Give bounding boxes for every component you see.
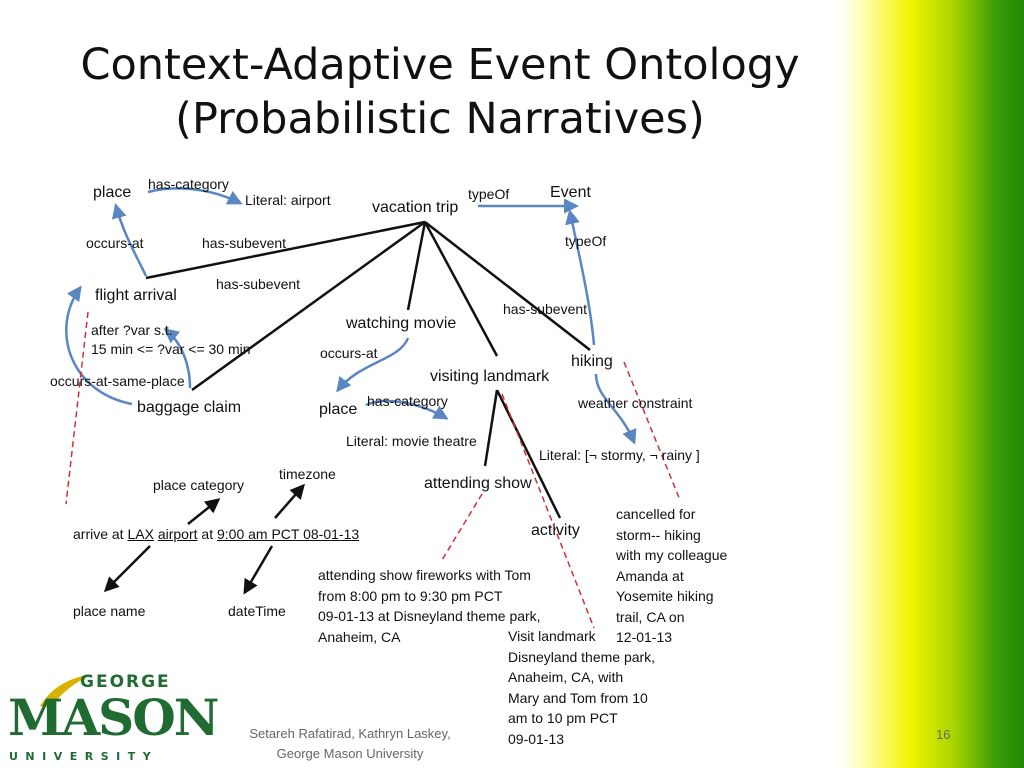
edge-occurs-at-2: occurs-at: [320, 345, 378, 361]
node-flight-arrival: flight arrival: [95, 287, 177, 304]
arrow-datetime-to-timezone: [274, 483, 305, 519]
node-place-name: place name: [73, 603, 146, 619]
node-event: Event: [550, 184, 591, 201]
arrow-airport-to-place-category: [187, 498, 221, 525]
link-trip-to-flight-arrival: [145, 220, 426, 280]
title-line-1: Context-Adaptive Event Ontology: [80, 40, 800, 90]
landmark-text-line: Disneyland theme park,: [508, 648, 656, 665]
hiking-text-line: 12-01-13: [616, 629, 673, 645]
logo-mason: MASON: [8, 688, 220, 747]
slide-title: Context-Adaptive Event Ontology (Probabi…: [40, 38, 840, 146]
arrive-prefix: arrive at: [73, 526, 128, 542]
dash-flight-arrival-instance: [65, 311, 89, 505]
node-literal-weather: Literal: [¬ stormy, ¬ rainy ]: [539, 447, 700, 463]
arrive-statement: arrive at LAX airport at 9:00 am PCT 08-…: [73, 526, 359, 543]
slide-footer: Setareh Rafatirad, Kathryn Laskey, Georg…: [205, 724, 495, 764]
arrow-weather-constraint: [594, 373, 637, 445]
node-hiking: hiking: [571, 353, 613, 370]
footer-authors: Setareh Rafatirad, Kathryn Laskey,: [249, 726, 451, 741]
node-after-constraint-line2: 15 min <= ?var <= 30 min: [91, 341, 251, 357]
show-instance-text: attending show fireworks with Tom from 8…: [318, 565, 541, 647]
edge-typeof-1: typeOf: [468, 186, 510, 202]
edge-has-subevent-1: has-subevent: [202, 235, 287, 251]
hiking-text-line: with my colleague: [616, 547, 728, 563]
edge-typeof-2: typeOf: [565, 233, 607, 249]
node-place-top: place: [93, 184, 132, 201]
landmark-text-line: Visit landmark: [508, 628, 596, 644]
edge-has-category-top: has-category: [148, 176, 229, 192]
footer-university: George Mason University: [276, 746, 424, 761]
arrow-occurs-at-same-place: [65, 285, 133, 406]
landmark-instance-text: Visit landmark Disneyland theme park, An…: [508, 626, 655, 749]
arrive-category: airport: [157, 526, 198, 542]
node-watching-movie: watching movie: [346, 315, 457, 332]
show-text-line: Anaheim, CA: [318, 628, 401, 645]
arrive-at: at: [197, 526, 217, 542]
link-trip-to-baggage-claim: [191, 220, 426, 392]
landmark-text-line: am to 10 pm PCT: [508, 710, 618, 726]
arrow-occurs-at-2: [336, 337, 410, 393]
arrow-has-category-top: [147, 187, 243, 205]
show-text-line: attending show fireworks with Tom: [318, 567, 531, 583]
edge-weather-constraint: weather constraint: [578, 395, 693, 411]
edge-occurs-at-same-place: occurs-at-same-place: [50, 373, 185, 389]
green-yellow-side-band: [840, 0, 1024, 768]
node-literal-movie-theatre: Literal: movie theatre: [346, 433, 477, 449]
node-place-category: place category: [153, 477, 245, 493]
arrow-occurs-at-1: [111, 203, 148, 277]
title-line-2: (Probabilistic Narratives): [175, 94, 705, 144]
edge-has-subevent-2: has-subevent: [216, 276, 301, 292]
dash-hiking-instance: [623, 361, 681, 501]
landmark-text-line: 09-01-13: [508, 730, 565, 747]
arrow-lax-to-place-name: [103, 545, 151, 593]
arrow-has-category-mid: [365, 399, 449, 420]
link-landmark-to-attending-show: [483, 389, 499, 467]
arrow-datetime-to-datetime-label: [243, 545, 274, 595]
link-landmark-to-activity: [495, 389, 562, 519]
hiking-instance-text: cancelled for storm-- hiking with my col…: [616, 504, 727, 648]
node-vacation-trip: vacation trip: [372, 199, 459, 216]
logo-university: UNIVERSITY: [9, 750, 159, 763]
hiking-text-line: cancelled for: [616, 506, 696, 522]
node-attending-show: attending show: [424, 475, 532, 492]
node-timezone: timezone: [279, 466, 336, 482]
arrow-typeof-2: [565, 209, 596, 346]
edge-has-category-mid: has-category: [367, 393, 448, 409]
logo-george: GEORGE: [80, 672, 171, 692]
node-datetime: dateTime: [228, 603, 286, 619]
hiking-text-line: trail, CA on: [616, 608, 685, 625]
node-activity: activity: [531, 522, 580, 539]
node-place-mid: place: [319, 401, 358, 418]
node-after-constraint-line1: after ?var s.t.: [91, 322, 173, 338]
arrive-datetime: 9:00 am PCT 08-01-13: [216, 526, 360, 542]
show-text-line: from 8:00 pm to 9:30 pm PCT: [318, 587, 503, 604]
link-trip-to-visiting-landmark: [423, 221, 499, 357]
landmark-text-line: Anaheim, CA, with: [508, 669, 624, 685]
hiking-text-line: Yosemite hiking: [616, 588, 714, 604]
landmark-text-line: Mary and Tom from 10: [508, 689, 648, 706]
arrow-after-constraint: [163, 328, 192, 389]
link-trip-to-hiking: [424, 221, 591, 351]
show-text-line: 09-01-13 at Disneyland theme park,: [318, 608, 541, 624]
page-number: 16: [936, 727, 951, 742]
edge-has-subevent-3: has-subevent: [503, 301, 588, 317]
edge-occurs-at-1: occurs-at: [86, 235, 144, 251]
arrive-place: LAX: [127, 526, 154, 542]
hiking-text-line: storm-- hiking: [616, 526, 701, 543]
logo-leaf-icon: [40, 674, 92, 708]
link-trip-to-watching-movie: [406, 221, 427, 311]
node-visiting-landmark: visiting landmark: [430, 368, 550, 385]
dash-landmark-instance: [501, 393, 595, 629]
node-literal-airport: Literal: airport: [245, 192, 331, 208]
george-mason-logo: GEORGE MASON UNIVERSITY: [6, 670, 220, 766]
dash-attending-show-instance: [441, 493, 483, 561]
hiking-text-line: Amanda at: [616, 567, 684, 584]
node-baggage-claim: baggage claim: [137, 399, 242, 416]
